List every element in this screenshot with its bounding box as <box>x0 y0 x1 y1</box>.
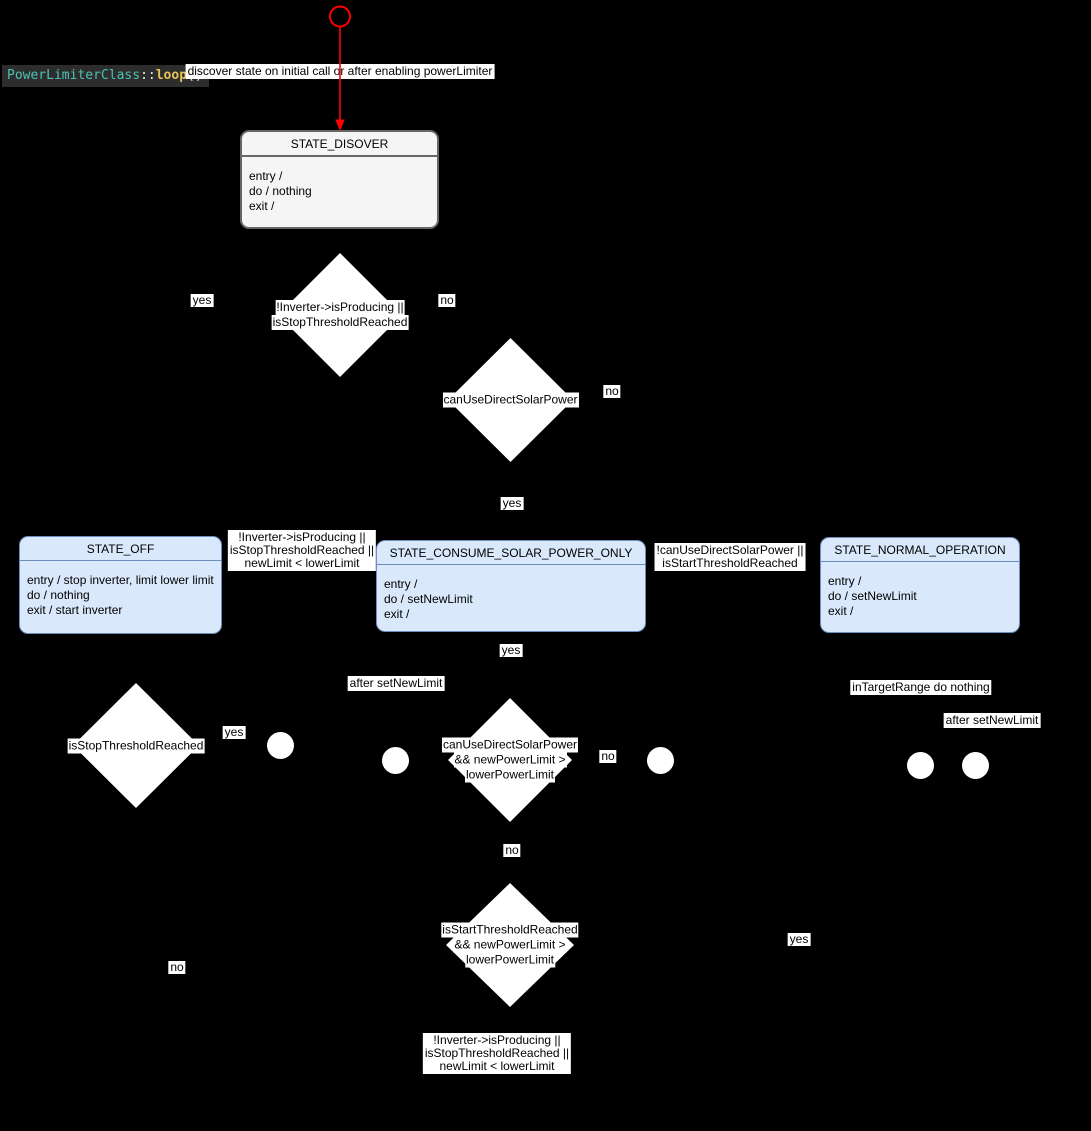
branch-label-yes: yes <box>499 643 523 657</box>
state-normal-title: STATE_NORMAL_OPERATION <box>821 538 1019 562</box>
branch-label-yes: yes <box>787 932 811 946</box>
guard-label-to-off: !Inverter->isProducing || isStopThreshol… <box>227 530 377 571</box>
state-discover-title: STATE_DISOVER <box>242 132 437 157</box>
state-off: STATE_OFF entry / stop inverter, limit l… <box>19 536 222 634</box>
junction-circle <box>382 747 409 774</box>
guard-label-to-normal: !canUseDirectSolarPower || isStartThresh… <box>654 543 806 571</box>
class-name-text: PowerLimiterClass <box>7 68 141 83</box>
branch-label-no: no <box>503 843 521 857</box>
branch-label-no: no <box>438 293 456 307</box>
guard-label-after-setnewlimit-2: after setNewLimit <box>943 713 1041 728</box>
junction-circle <box>267 732 294 759</box>
state-consume-solar-power-only: STATE_CONSUME_SOLAR_POWER_ONLY entry / d… <box>376 540 646 632</box>
decision-can-use-direct-solar: canUseDirectSolarPower <box>442 338 579 462</box>
junction-circle <box>907 752 934 779</box>
guard-label-after-setnewlimit-1: after setNewLimit <box>347 676 445 691</box>
state-off-title: STATE_OFF <box>20 537 221 561</box>
branch-label-no: no <box>603 384 621 398</box>
branch-label-yes: yes <box>190 293 214 307</box>
state-consume-title: STATE_CONSUME_SOLAR_POWER_ONLY <box>377 541 645 565</box>
initial-state-icon <box>329 5 351 28</box>
branch-label-yes: yes <box>222 725 246 739</box>
function-title-label: PowerLimiterClass::loop() <box>2 65 209 87</box>
state-normal-body: entry / do / setNewLimit exit / <box>828 574 917 618</box>
initial-transition-arrow <box>329 5 351 131</box>
decision-start-threshold-and-limit: isStartThresholdReached && newPowerLimit… <box>441 883 579 1007</box>
decision-stop-threshold: isStopThresholdReached <box>67 683 205 808</box>
decision-solar-and-limit: canUseDirectSolarPower && newPowerLimit … <box>441 698 579 822</box>
initial-arrowhead-icon <box>335 119 345 131</box>
method-name-text: loop <box>155 68 188 83</box>
state-off-body: entry / stop inverter, limit lower limit… <box>27 573 214 617</box>
state-discover: STATE_DISOVER entry / do / nothing exit … <box>240 130 439 229</box>
junction-circle <box>962 752 989 779</box>
branch-label-no: no <box>599 749 617 763</box>
branch-label-yes: yes <box>500 496 524 510</box>
state-consume-body: entry / do / setNewLimit exit / <box>384 577 473 621</box>
scope-operator-text: :: <box>140 68 156 83</box>
guard-label-bottom: !Inverter->isProducing || isStopThreshol… <box>422 1033 572 1074</box>
branch-label-no: no <box>168 960 186 974</box>
junction-circle <box>647 747 674 774</box>
decision-inverter-producing: !Inverter->isProducing || isStopThreshol… <box>271 253 409 377</box>
guard-label-in-target-range: inTargetRange do nothing <box>850 680 992 695</box>
state-normal-operation: STATE_NORMAL_OPERATION entry / do / setN… <box>820 537 1020 633</box>
state-discover-body: entry / do / nothing exit / <box>249 169 312 213</box>
